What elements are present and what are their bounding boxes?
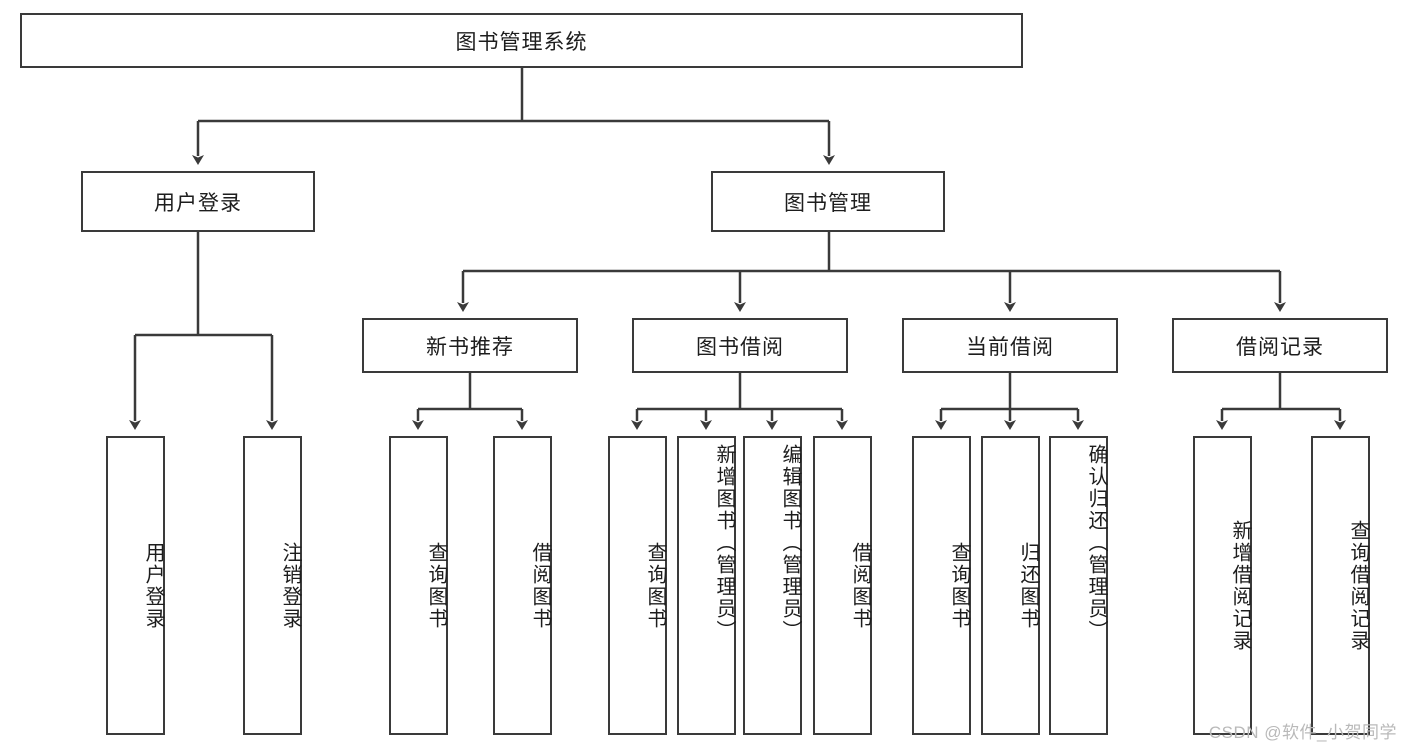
node-label: 借阅记录	[1236, 335, 1324, 359]
leaf-new-book-query-book[interactable]: 查询图书	[389, 436, 448, 735]
leaf-borrow-record-add-record[interactable]: 新增借阅记录	[1193, 436, 1252, 735]
node-root-system[interactable]: 图书管理系统	[20, 13, 1023, 68]
node-label: 借阅图书	[849, 541, 871, 630]
node-label: 图书管理系统	[455, 30, 588, 54]
node-label: 查询图书	[425, 541, 447, 630]
leaf-current-borrow-confirm-return-admin[interactable]: 确认归还（管理员）	[1049, 436, 1108, 735]
node-new-book-recommend[interactable]: 新书推荐	[362, 318, 578, 373]
leaf-current-borrow-return-book[interactable]: 归还图书	[981, 436, 1040, 735]
leaf-current-borrow-query-book[interactable]: 查询图书	[912, 436, 971, 735]
node-label: 新增图书（管理员）	[713, 444, 735, 642]
node-label: 查询图书	[948, 541, 970, 630]
node-label: 当前借阅	[966, 335, 1054, 359]
node-label: 用户登录	[142, 541, 164, 630]
leaf-new-book-borrow-book[interactable]: 借阅图书	[493, 436, 552, 735]
node-label: 注销登录	[279, 541, 301, 630]
leaf-borrow-record-query-record[interactable]: 查询借阅记录	[1311, 436, 1370, 735]
node-label: 图书管理	[784, 191, 872, 215]
leaf-book-borrow-add-book-admin[interactable]: 新增图书（管理员）	[677, 436, 736, 735]
node-label: 新书推荐	[426, 335, 514, 359]
node-label: 查询借阅记录	[1347, 519, 1369, 652]
leaf-book-borrow-edit-book-admin[interactable]: 编辑图书（管理员）	[743, 436, 802, 735]
node-label: 图书借阅	[696, 335, 784, 359]
node-current-borrow[interactable]: 当前借阅	[902, 318, 1118, 373]
node-label: 新增借阅记录	[1229, 519, 1251, 652]
csdn-watermark: CSDN @软件_小贺同学	[1208, 723, 1397, 742]
leaf-user-login-login[interactable]: 用户登录	[106, 436, 165, 735]
node-borrow-record[interactable]: 借阅记录	[1172, 318, 1388, 373]
node-label: 编辑图书（管理员）	[779, 444, 801, 642]
node-book-management[interactable]: 图书管理	[711, 171, 945, 232]
node-label: 借阅图书	[529, 541, 551, 630]
node-label: 归还图书	[1017, 541, 1039, 630]
node-label: 确认归还（管理员）	[1085, 444, 1107, 642]
leaf-user-login-logout[interactable]: 注销登录	[243, 436, 302, 735]
leaf-book-borrow-borrow-book[interactable]: 借阅图书	[813, 436, 872, 735]
node-label: 用户登录	[154, 191, 242, 215]
node-label: 查询图书	[644, 541, 666, 630]
leaf-book-borrow-query-book[interactable]: 查询图书	[608, 436, 667, 735]
node-book-borrow[interactable]: 图书借阅	[632, 318, 848, 373]
node-user-login[interactable]: 用户登录	[81, 171, 315, 232]
